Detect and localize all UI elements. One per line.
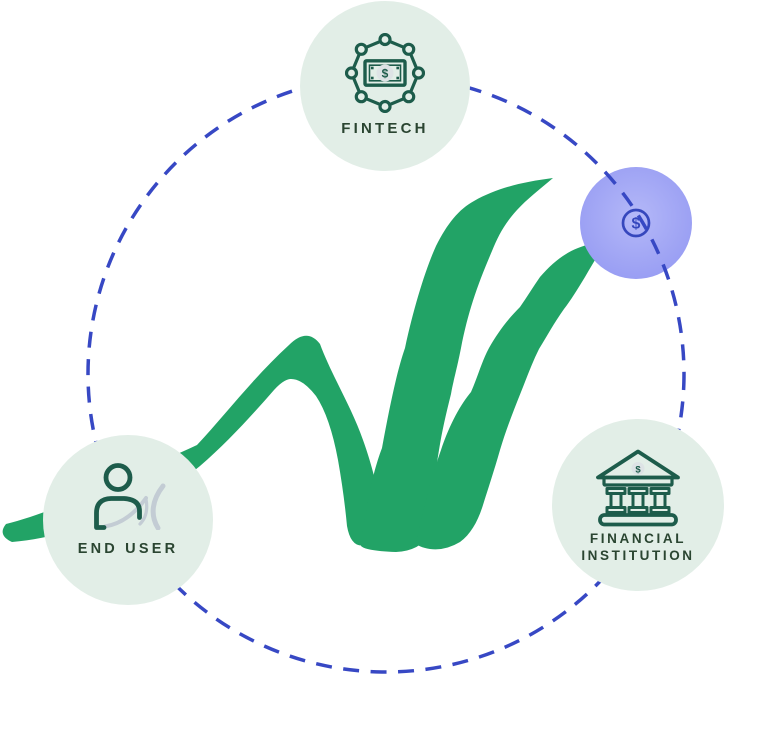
grass-watermark-icon (103, 483, 166, 530)
person-icon (94, 463, 166, 530)
fintech-node: $ FINTECH (300, 1, 470, 171)
bank-icon: $ (596, 449, 680, 527)
money-network-icon: $ (345, 33, 425, 113)
financial-institution-label: FINANCIAL INSTITUTION (552, 531, 724, 564)
fintech-label: FINTECH (341, 120, 429, 137)
grass-logo-middle-blade (361, 178, 553, 552)
end-user-node: END USER (43, 435, 213, 605)
bank-dollar-symbol: $ (635, 464, 641, 475)
money-node: $ (580, 167, 692, 279)
financial-institution-label-line2: INSTITUTION (581, 547, 695, 563)
financial-institution-label-line1: FINANCIAL (589, 531, 687, 546)
banknote-dollar-symbol: $ (382, 66, 389, 80)
dollar-coin-icon: $ (621, 208, 651, 238)
end-user-label: END USER (77, 541, 179, 557)
financial-institution-node: $ FINANCIAL INSTITUTION (552, 419, 724, 591)
dollar-coin-symbol: $ (632, 216, 641, 233)
